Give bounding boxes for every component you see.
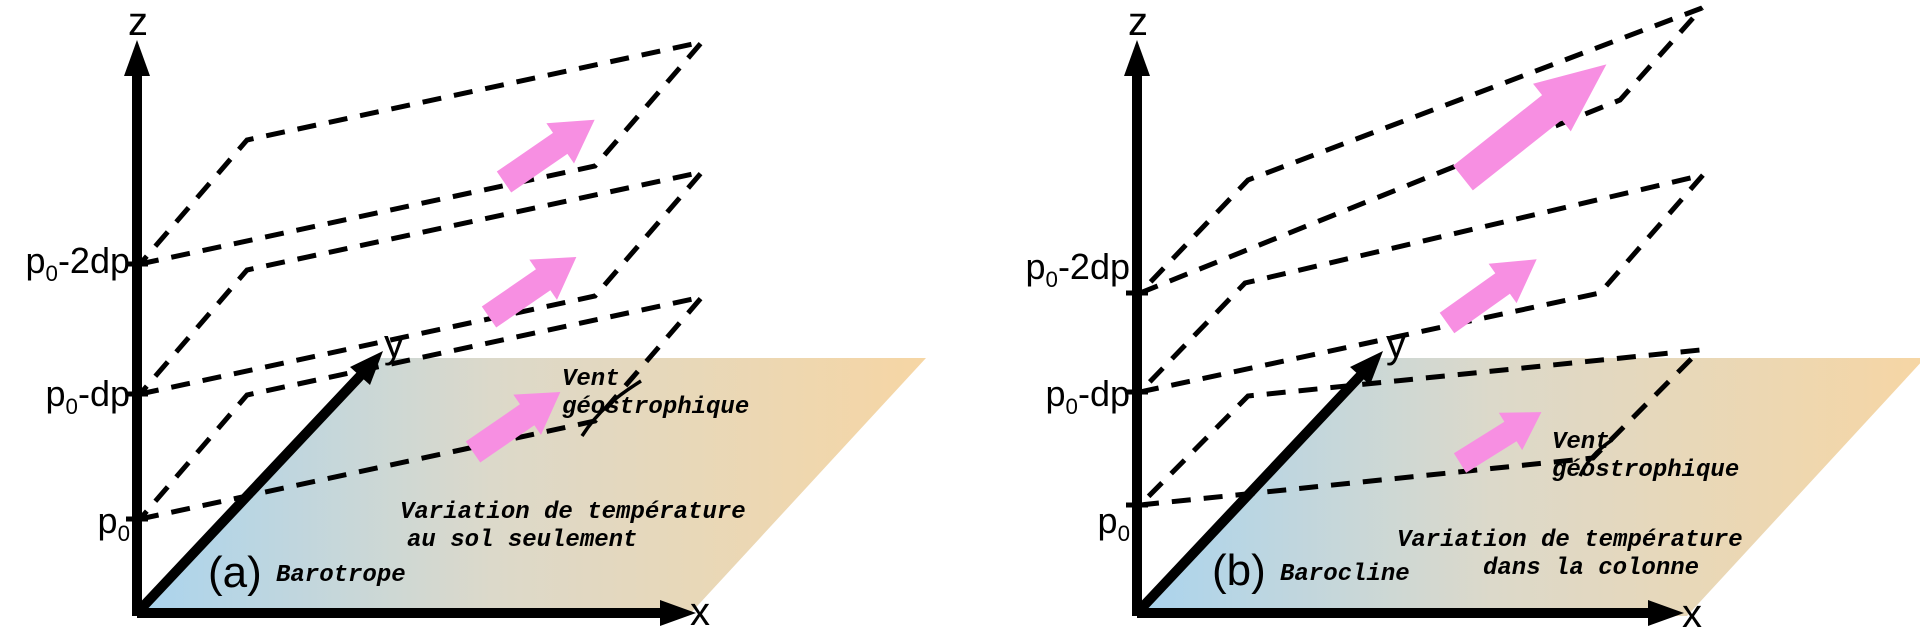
pressure-label-p0: p0	[97, 500, 130, 547]
panel-index-a: (a)	[208, 548, 262, 597]
caption-line2: dans la colonne	[1483, 555, 1700, 582]
y-axis-label: y	[1386, 322, 1406, 366]
wind-label-line1: Vent	[1552, 429, 1610, 456]
wind-label-line2: géostrophique	[1552, 457, 1740, 484]
pressure-surface-p0-2dp	[1138, 5, 1704, 296]
wind-arrow-p0-dp	[475, 236, 591, 338]
x-axis-label: x	[1682, 592, 1702, 636]
z-axis-label: z	[1128, 0, 1148, 44]
caption-line1: Variation de température	[400, 499, 746, 526]
wind-arrow-p0-2dp	[1444, 40, 1626, 202]
wind-label-line1: Vent	[562, 366, 620, 393]
x-axis-label: x	[690, 590, 710, 634]
caption-line1: Variation de température	[1397, 527, 1743, 554]
wind-label-leader	[1578, 438, 1613, 477]
x-axis-arrowhead	[660, 600, 696, 626]
panel-index-b: (b)	[1212, 546, 1266, 595]
pressure-label-p0-dp: p0-dp	[45, 373, 130, 420]
pressure-label-p0: p0	[1097, 500, 1130, 547]
wind-arrow-p0-2dp	[490, 99, 609, 203]
z-axis-arrowhead	[124, 40, 150, 76]
wind-label-line2: géostrophique	[562, 394, 750, 421]
pressure-label-p0-2dp: p0-2dp	[25, 240, 130, 287]
panel-b	[1124, 5, 1920, 626]
regime-label-b: Barocline	[1280, 561, 1410, 588]
regime-label-a: Barotrope	[276, 562, 406, 589]
pressure-surface-p0-2dp	[133, 37, 709, 269]
pressure-label-p0-2dp: p0-2dp	[1025, 246, 1130, 293]
y-axis	[133, 371, 365, 617]
y-axis-arrowhead	[1350, 351, 1383, 385]
z-axis-label: z	[128, 0, 148, 44]
pressure-surface-p0	[1133, 346, 1707, 509]
y-axis	[1133, 371, 1365, 617]
pressure-label-p0-dp: p0-dp	[1045, 373, 1130, 420]
z-axis-arrowhead	[1124, 40, 1150, 76]
x-axis-arrowhead	[1648, 600, 1684, 626]
wind-label-leader	[580, 379, 642, 437]
y-axis-arrowhead	[350, 351, 383, 385]
wind-arrow-p0-dp	[1433, 239, 1551, 343]
caption-line2: au sol seulement	[407, 527, 638, 554]
ground-plane	[1137, 358, 1920, 616]
y-axis-label: y	[384, 322, 404, 366]
ground-plane	[137, 358, 926, 616]
panel-a	[124, 37, 926, 626]
